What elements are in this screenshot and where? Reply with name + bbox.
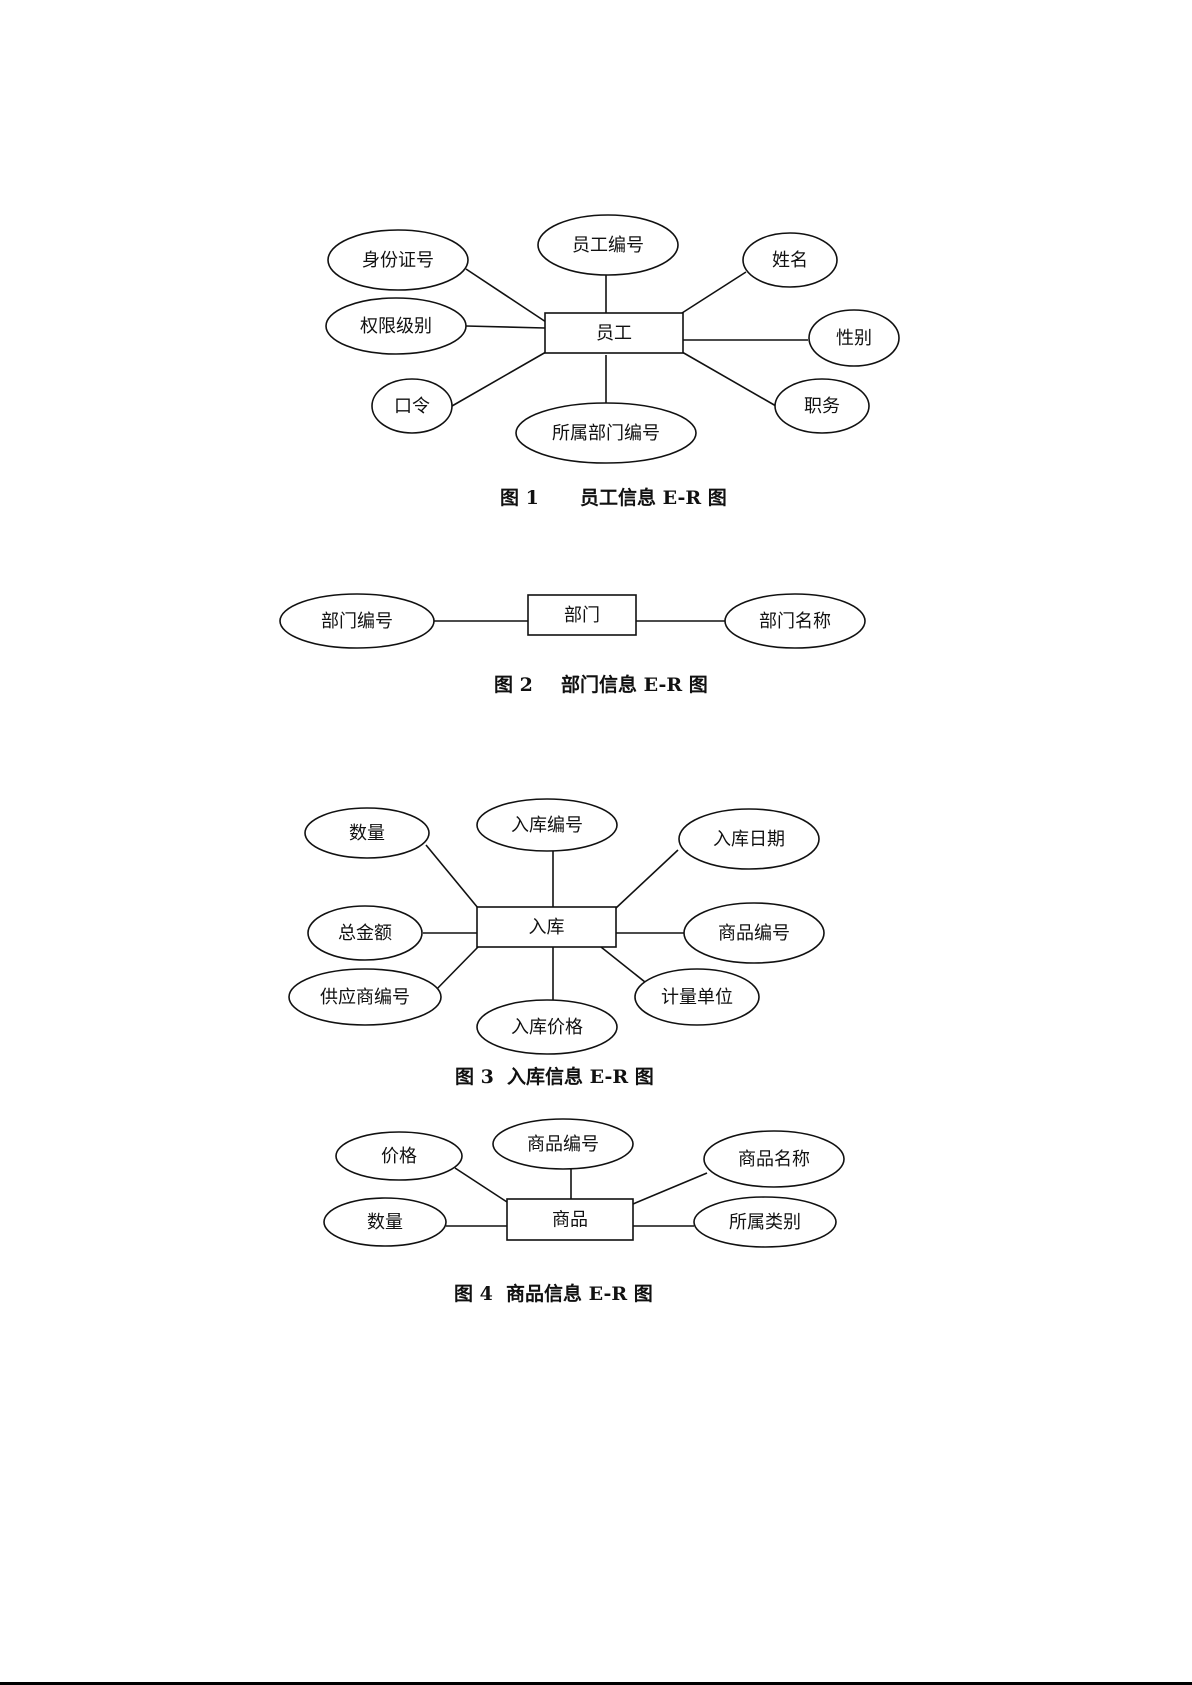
attribute-node: 数量 xyxy=(305,808,429,858)
attribute-label: 所属部门编号 xyxy=(552,423,660,444)
connector-line xyxy=(633,1173,707,1204)
entity-label: 员工 xyxy=(596,323,632,344)
attribute-node: 员工编号 xyxy=(538,215,678,275)
attribute-node: 所属部门编号 xyxy=(516,403,696,463)
attribute-label: 性别 xyxy=(836,328,872,349)
attribute-node: 商品编号 xyxy=(684,903,824,963)
connector-line xyxy=(682,352,776,406)
figure-caption: 图 2 部门信息 E-R 图 xyxy=(494,673,708,696)
entity-label: 部门 xyxy=(564,605,600,626)
figure-caption: 图 1 员工信息 E-R 图 xyxy=(500,486,727,509)
attribute-label: 数量 xyxy=(349,823,385,844)
caption-title: 商品信息 E-R 图 xyxy=(506,1282,653,1305)
attribute-node: 权限级别 xyxy=(326,298,466,354)
attribute-node: 部门编号 xyxy=(280,594,434,648)
attribute-label: 所属类别 xyxy=(729,1212,801,1233)
connector-line xyxy=(455,1168,507,1202)
attribute-label: 价格 xyxy=(381,1146,417,1167)
attribute-label: 口令 xyxy=(394,396,430,417)
attribute-node: 姓名 xyxy=(743,233,837,287)
connector-line xyxy=(452,352,546,406)
connector-line xyxy=(682,272,746,313)
figure-caption: 图 4 商品信息 E-R 图 xyxy=(454,1282,653,1305)
attribute-node: 入库日期 xyxy=(679,809,819,869)
attribute-label: 入库价格 xyxy=(511,1017,583,1038)
attribute-label: 入库日期 xyxy=(713,829,785,850)
attribute-node: 价格 xyxy=(336,1132,462,1180)
attribute-label: 职务 xyxy=(804,396,840,417)
caption-number: 图 4 xyxy=(454,1283,493,1305)
attribute-node: 身份证号 xyxy=(328,230,468,290)
attribute-label: 供应商编号 xyxy=(320,987,410,1008)
caption-number: 图 1 xyxy=(500,487,539,509)
caption-title: 员工信息 E-R 图 xyxy=(580,486,727,509)
attribute-label: 商品名称 xyxy=(738,1149,810,1170)
attribute-node: 口令 xyxy=(372,379,452,433)
attribute-node: 总金额 xyxy=(308,906,422,960)
attribute-label: 员工编号 xyxy=(572,235,644,256)
connector-line xyxy=(426,845,478,908)
attribute-node: 所属类别 xyxy=(694,1197,836,1247)
caption-title: 部门信息 E-R 图 xyxy=(561,673,708,696)
connector-line xyxy=(616,850,678,908)
attribute-label: 部门编号 xyxy=(321,611,393,632)
caption-title: 入库信息 E-R 图 xyxy=(507,1065,654,1088)
attribute-label: 总金额 xyxy=(338,923,392,944)
entity-node: 商品 xyxy=(507,1199,633,1240)
attribute-node: 计量单位 xyxy=(635,969,759,1025)
attribute-node: 入库编号 xyxy=(477,799,617,851)
attribute-node: 入库价格 xyxy=(477,1000,617,1054)
entity-node: 入库 xyxy=(477,907,616,947)
attribute-label: 姓名 xyxy=(772,250,808,271)
attribute-label: 身份证号 xyxy=(362,250,434,271)
attribute-label: 数量 xyxy=(367,1212,403,1233)
connector-line xyxy=(466,326,545,328)
attribute-node: 供应商编号 xyxy=(289,969,441,1025)
attribute-node: 商品编号 xyxy=(493,1119,633,1169)
attribute-label: 商品编号 xyxy=(718,923,790,944)
entity-node: 员工 xyxy=(545,313,683,353)
caption-number: 图 2 xyxy=(494,674,533,696)
attribute-node: 部门名称 xyxy=(725,594,865,648)
figure-caption: 图 3 入库信息 E-R 图 xyxy=(455,1065,654,1088)
attribute-node: 商品名称 xyxy=(704,1131,844,1187)
entity-label: 入库 xyxy=(529,917,565,938)
attribute-label: 部门名称 xyxy=(759,611,831,632)
attribute-node: 性别 xyxy=(809,310,899,366)
entity-label: 商品 xyxy=(552,1210,588,1231)
attribute-label: 计量单位 xyxy=(661,987,733,1008)
attribute-node: 数量 xyxy=(324,1198,446,1246)
entity-node: 部门 xyxy=(528,595,636,635)
attribute-node: 职务 xyxy=(775,379,869,433)
caption-number: 图 3 xyxy=(455,1066,494,1088)
attribute-label: 商品编号 xyxy=(527,1134,599,1155)
attribute-label: 入库编号 xyxy=(511,815,583,836)
attribute-label: 权限级别 xyxy=(360,316,432,337)
connector-line xyxy=(466,269,546,322)
